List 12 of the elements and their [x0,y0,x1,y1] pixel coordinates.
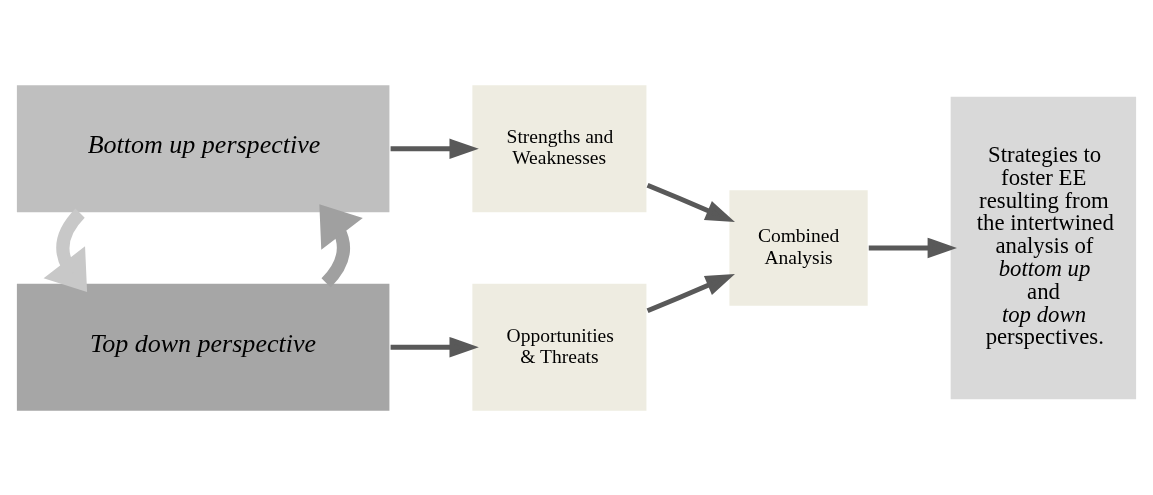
node-box: Opportunities & Threats [470,281,649,412]
arrow [646,273,735,313]
node-box: Strategies to foster EE resulting from the intertwined analysis of bottom up and top down perspectives. [949,94,1138,401]
arrow [868,237,957,258]
arrow [646,182,735,222]
arrow [390,336,479,357]
node-box: Bottom up perspective [15,83,392,214]
node-box: Combined Analysis [727,188,870,307]
arrow [390,138,479,159]
node-box: Strengths and Weaknesses [470,83,649,214]
arrow [43,208,88,292]
node-box: Top down perspective [15,281,392,412]
